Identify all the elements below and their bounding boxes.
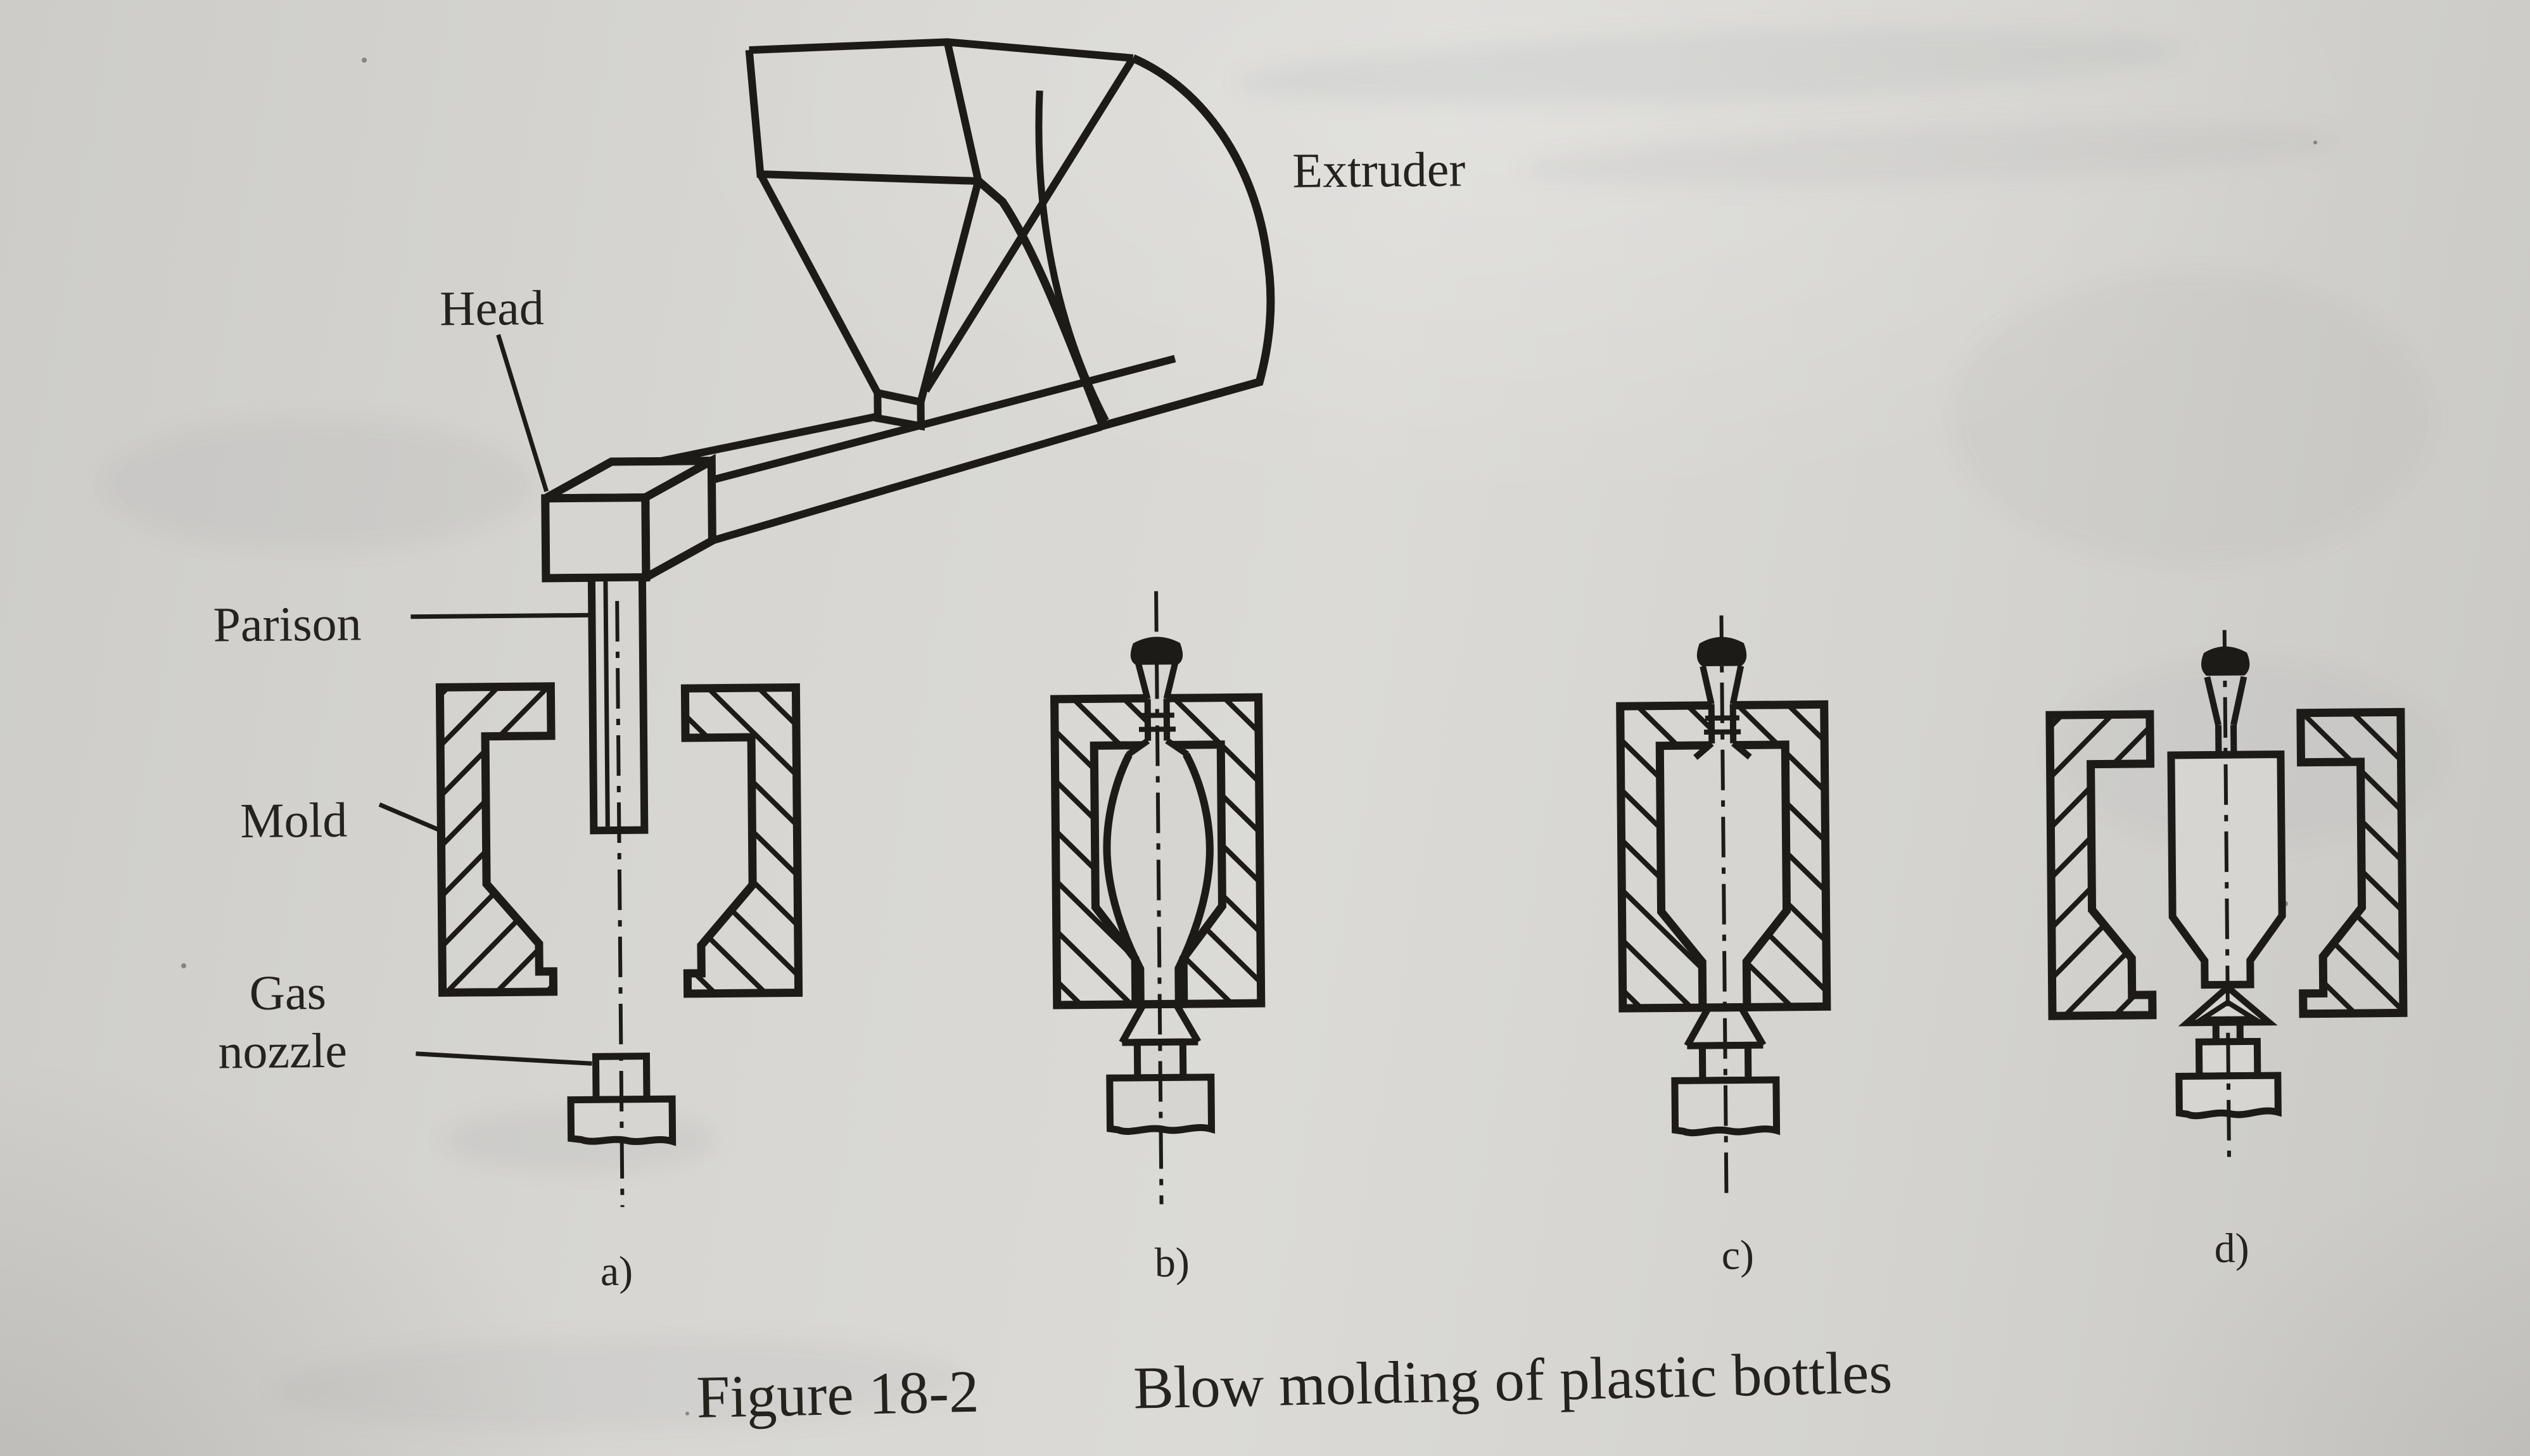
head-block: [541, 453, 716, 585]
blown-bottle-cavity: [1655, 740, 1791, 1012]
mold-half-right: [2296, 707, 2408, 1018]
centerline: [2222, 630, 2232, 1162]
gas-label-line2: nozzle: [218, 1023, 347, 1079]
mold-half-left: [435, 682, 558, 997]
stage-label-d: d): [2214, 1225, 2249, 1272]
extruder-label: Extruder: [1292, 141, 1466, 198]
extruder-arm: [644, 355, 1176, 545]
gas-label-line1: Gas: [249, 965, 326, 1020]
pinch-funnel: [1693, 665, 1752, 760]
centerline: [1154, 591, 1164, 1205]
mold-leader: [378, 802, 442, 833]
stage-d: [2045, 630, 2408, 1162]
caption-number: Figure 18-2: [696, 1358, 979, 1431]
nozzle-leader: [416, 1051, 592, 1066]
head-leader: [496, 334, 549, 492]
stage-label-a: a): [600, 1248, 633, 1295]
gas-nozzle: [1106, 1004, 1216, 1135]
parison-label: Parison: [213, 595, 362, 652]
extruder-body: [973, 54, 1275, 431]
head-label: Head: [440, 280, 544, 336]
extruder-assembly: [644, 38, 1275, 545]
head-front-face: [541, 493, 651, 583]
centerline: [615, 600, 625, 1207]
centerline: [1719, 615, 1729, 1203]
extruder-barrel-edge: [1035, 90, 1109, 422]
stage-c: [1616, 615, 1831, 1203]
stage-b: [1050, 591, 1266, 1205]
stage-label-c: c): [1721, 1232, 1754, 1278]
mold-half-left: [2045, 710, 2157, 1020]
pinch-funnel: [1126, 660, 1190, 758]
pinch-funnel: [2204, 676, 2247, 755]
parison-leader: [410, 612, 592, 619]
pinched-tail-cap: [1130, 636, 1183, 665]
parison-balloon: [1103, 752, 1214, 1006]
figure-caption: Figure 18-2 Blow molding of plastic bott…: [696, 1338, 1893, 1431]
caption-title: Blow molding of plastic bottles: [1133, 1338, 1893, 1421]
mold-half-right: [680, 683, 803, 998]
stage-label-b: b): [1155, 1239, 1190, 1286]
mold-label: Mold: [240, 792, 348, 848]
stage-a: [435, 573, 803, 1207]
extruder-hopper: [745, 38, 1135, 431]
annotations: Extruder Head Parison Mold Gas nozzle a)…: [213, 141, 2249, 1295]
leader-lines: [378, 334, 592, 1066]
